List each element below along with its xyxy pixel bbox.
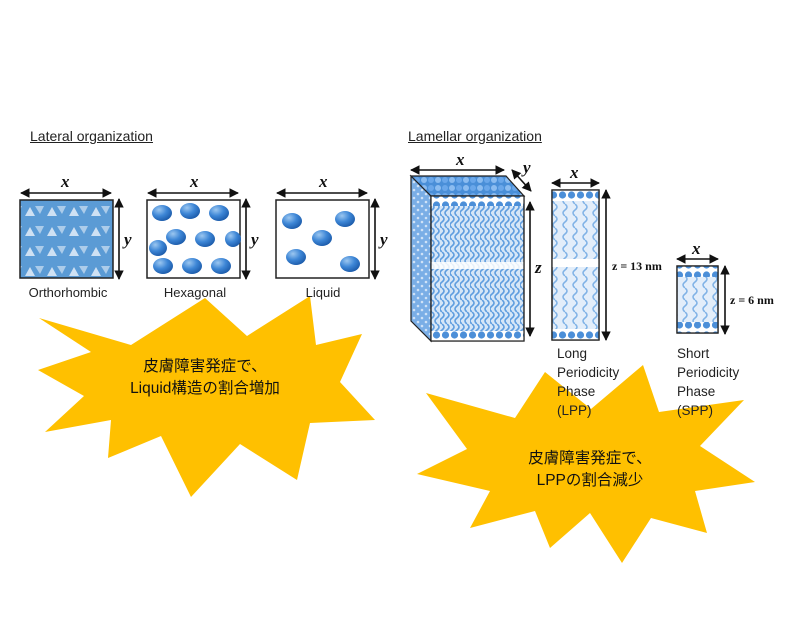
lamellar-callout-line2: LPPの割合減少 [536,472,644,489]
lamellar-callout-line1: 皮膚障害発症で、 [528,450,652,467]
liquid-label: Liquid [305,285,341,300]
orthorhombic-y-label: y [124,230,132,249]
lpp-label: Long Periodicity Phase (LPP) [557,344,619,420]
lateral-callout-burst [38,296,375,497]
lamellar-cube [409,165,535,343]
hexagonal-label: Hexagonal [163,285,227,300]
hexagonal-panel [146,188,251,280]
lpp-label-line: (LPP) [557,403,592,418]
spp-column [676,254,730,335]
spp-z-dimension: z = 6 nm [730,293,774,307]
cube-x-label: x [456,150,465,169]
lpp-x-label: x [570,163,579,182]
lateral-organization-title: Lateral organization [30,128,153,144]
hexagonal-x-label: x [190,172,199,191]
spp-label-line: Periodicity [677,365,740,380]
orthorhombic-x-label: x [61,172,70,191]
lpp-column [551,178,611,341]
lateral-callout-line2: Liquid構造の割合増加 [130,380,280,397]
lateral-callout-line1: 皮膚障害発症で、 [143,358,267,375]
spp-label-line: (SPP) [677,403,714,418]
spp-label: Short Periodicity Phase (SPP) [677,344,739,420]
lpp-z-dimension: z = 13 nm [612,259,662,273]
cube-y-label: y [523,158,531,177]
lpp-label-line: Periodicity [557,365,620,380]
lpp-label-line: Long [557,346,588,361]
lamellar-organization-title: Lamellar organization [408,128,542,144]
lamellar-callout-text: 皮膚障害発症で、 LPPの割合減少 [490,448,690,492]
orthorhombic-panel [19,188,124,280]
orthorhombic-label: Orthorhombic [28,285,108,300]
lamellar-callout-burst [417,365,755,563]
cube-z-label: z [535,258,542,277]
liquid-panel [275,188,380,280]
spp-label-line: Short [677,346,710,361]
lpp-label-line: Phase [557,384,596,399]
hexagonal-y-label: y [251,230,259,249]
spp-x-label: x [692,239,701,258]
spp-label-line: Phase [677,384,716,399]
liquid-y-label: y [380,230,388,249]
liquid-x-label: x [319,172,328,191]
lateral-callout-text: 皮膚障害発症で、 Liquid構造の割合増加 [110,356,300,400]
